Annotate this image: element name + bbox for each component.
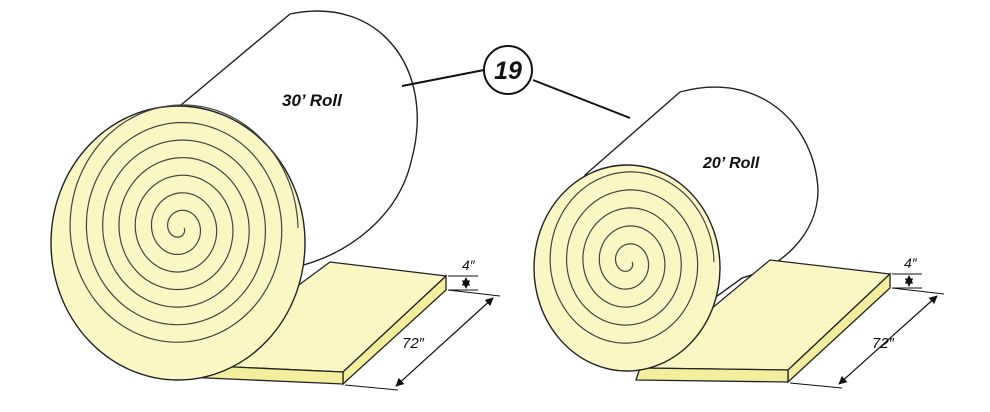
width-label: 72″ — [872, 335, 895, 352]
roll-30ft-spiral — [69, 104, 299, 343]
roll-30ft-end-face — [50, 105, 306, 381]
callout-leader-right — [532, 79, 631, 119]
width-extension-left — [789, 382, 843, 389]
callout-leader-left — [401, 69, 485, 87]
roll-20ft-label: 20’ Roll — [702, 155, 760, 172]
roll-20ft-dimensions: 4″ 72″ — [789, 255, 945, 389]
width-extension-right — [447, 289, 501, 297]
roll-20ft — [533, 86, 892, 384]
callout-19: 19 — [401, 45, 631, 119]
width-label: 72″ — [402, 335, 425, 352]
callout-circle — [483, 45, 533, 95]
roll-20ft-end-face — [533, 164, 721, 372]
roll-20ft-sheet-bottom — [635, 367, 789, 383]
callout-number: 19 — [494, 57, 522, 85]
roll-20ft-spiral — [549, 171, 715, 344]
roll-30ft — [50, 10, 448, 386]
roll-30ft-label: 30’ Roll — [282, 91, 343, 110]
width-extension-right — [891, 287, 945, 295]
width-extension-left — [344, 384, 399, 391]
thickness-label: 4″ — [904, 255, 918, 271]
width-arrow — [395, 297, 494, 387]
roll-30ft-dimensions: 4″ 72″ — [344, 257, 501, 391]
width-arrow — [838, 295, 938, 385]
thickness-label: 4″ — [462, 257, 476, 273]
